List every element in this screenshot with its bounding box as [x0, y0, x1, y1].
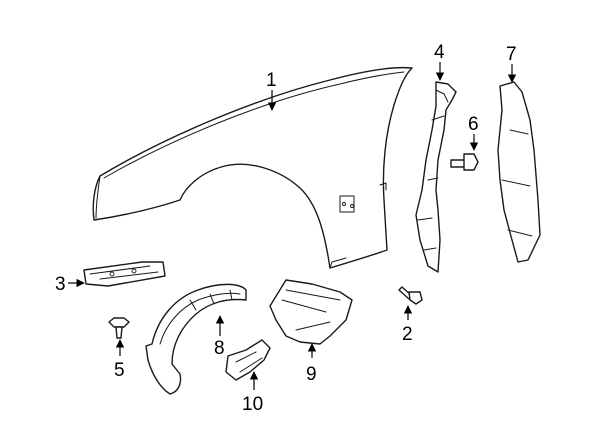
callout-2: 2 [402, 324, 413, 345]
bracket-3-part [83, 261, 166, 287]
callout-1: 1 [266, 70, 277, 91]
fender-support-4-part [415, 81, 457, 273]
callout-9: 9 [306, 364, 317, 385]
callout-3: 3 [55, 274, 66, 295]
callout-8: 8 [214, 338, 225, 359]
callout-labels: 1 2 3 4 5 6 7 8 9 10 [55, 42, 517, 415]
leader-lines [68, 62, 517, 390]
splash-shield-9-part [269, 279, 353, 345]
lower-bracket-10-part [225, 339, 271, 381]
shield-7-part [497, 81, 541, 263]
wheel-liner-8-part [145, 283, 247, 395]
callout-6: 6 [468, 114, 479, 135]
callout-4: 4 [434, 42, 445, 63]
fender-part [92, 66, 413, 269]
callout-10: 10 [242, 394, 263, 415]
screw-5-part [108, 317, 130, 339]
callout-5: 5 [114, 360, 125, 381]
bolt-6-part [450, 153, 479, 171]
bolt-2-part [398, 286, 423, 305]
callout-7: 7 [506, 44, 517, 65]
